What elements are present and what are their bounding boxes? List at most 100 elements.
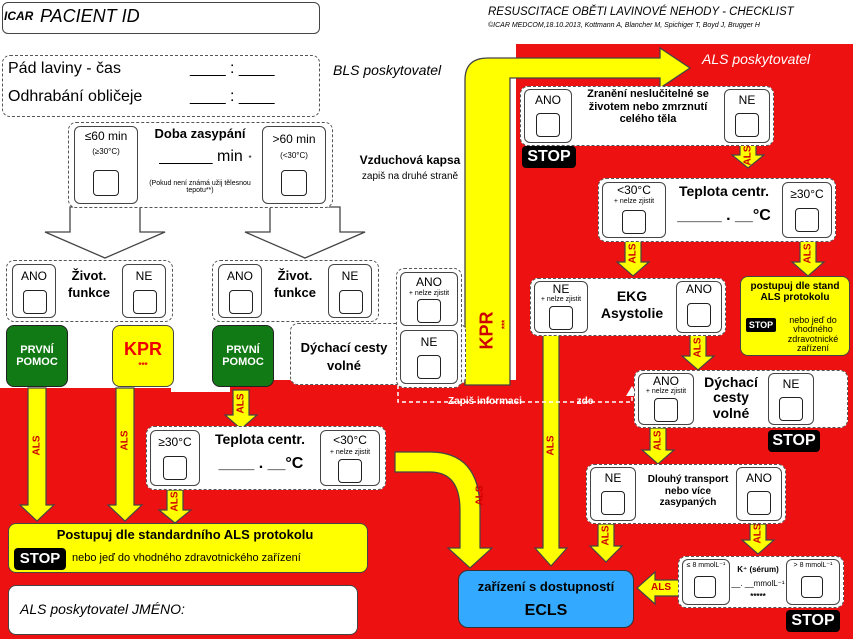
- burial-star: *: [248, 154, 252, 163]
- potassium-field[interactable]: __. __mmolL⁻¹: [731, 579, 785, 588]
- avalanche-time-field[interactable]: ____ : ____: [190, 60, 275, 77]
- transport-ne-checkbox[interactable]: [601, 491, 625, 515]
- airway-right-label: Dýchací cesty volné: [704, 374, 758, 421]
- als-label-m: ALS: [752, 523, 764, 544]
- arrow-temp-to-ecls: [394, 451, 494, 569]
- main-title: RESUSCITACE OBĚTI LAVINOVÉ NEHODY - CHEC…: [488, 6, 794, 18]
- potassium-gt: > 8 mmolL⁻¹: [793, 562, 833, 569]
- als-name-label: ALS poskytovatel JMÉNO:: [20, 601, 185, 617]
- transport-ano-checkbox[interactable]: [747, 491, 771, 515]
- proto-right-box: [740, 276, 850, 356]
- airway-left-label: Dýchací cesty volné: [300, 340, 388, 374]
- bls-provider-label: BLS poskytovatel: [333, 62, 442, 78]
- als-label-n: ALS: [651, 582, 671, 593]
- temp-right-lt: <30°C: [617, 183, 651, 197]
- info-dashed-path: [397, 385, 633, 403]
- first-aid-label-2: PRVNÍ POMOC: [222, 344, 264, 368]
- arrow-injury-down: [730, 144, 766, 169]
- temp-left-ge-checkbox[interactable]: [163, 456, 187, 480]
- temp-right-title: Teplota centr.: [679, 183, 769, 199]
- airway-right-ano-sub: + nelze zjistit: [645, 388, 687, 395]
- arrow-potassium-ecls: [636, 570, 681, 606]
- arrow-temp-right-left: [615, 239, 651, 277]
- airway-right-ne-checkbox[interactable]: [779, 397, 803, 421]
- burial-right-sub: (<30°C): [280, 151, 308, 160]
- proto-right-line2: nebo jeď do vhodného zdravotnické zaříze…: [787, 315, 839, 354]
- als-label-b: ALS: [119, 430, 131, 451]
- ekg-label: EKG Asystolie: [600, 288, 664, 321]
- arrow-first-aid-down: [18, 387, 56, 522]
- ekg-ano-checkbox[interactable]: [687, 303, 711, 327]
- als-provider-label: ALS poskytovatel: [702, 51, 811, 67]
- arrow-airway-right-ano: [640, 427, 676, 465]
- injury-ne-checkbox[interactable]: [735, 113, 759, 137]
- first-aid-label-1: PRVNÍ POMOC: [16, 344, 58, 368]
- airway-left-ano-sub: + nelze zjistit: [408, 290, 450, 297]
- arrow-vital2-down: [223, 389, 259, 430]
- temp-right-lt-checkbox[interactable]: [622, 210, 646, 234]
- vital2-ne-label: NE: [341, 269, 359, 283]
- temp-left-lt-sub: + nelze zjistit: [329, 449, 371, 456]
- temp-right-lt-sub: + nelze zjistit: [613, 198, 655, 205]
- burial-title: Doba zasypání: [154, 126, 246, 141]
- als-label-j: ALS: [545, 435, 557, 456]
- temp-right-field[interactable]: _____ . __°C: [677, 207, 771, 224]
- vital1-ne-checkbox[interactable]: [133, 290, 157, 314]
- ekg-ano: ANO: [685, 282, 712, 296]
- potassium-label: K⁺ (sérum): [737, 565, 779, 574]
- vital2-ano-label: ANO: [226, 269, 253, 283]
- face-uncover-field[interactable]: ____ : ____: [190, 88, 275, 105]
- arrow-temp-right-ge: [790, 239, 826, 277]
- kpr-vertical: KPR: [476, 311, 497, 350]
- arrow-transport-ano: [740, 523, 776, 555]
- potassium-le-checkbox[interactable]: [694, 576, 716, 598]
- kpr-top-arrow: [464, 46, 692, 386]
- potassium-gt-checkbox[interactable]: [801, 576, 823, 598]
- temp-left-ge: ≥30°C: [158, 435, 192, 449]
- ekg-ne-sub: + nelze zjistit: [540, 296, 582, 303]
- burial-left-sub: (≥30°C): [92, 147, 120, 156]
- temp-right-ge-checkbox[interactable]: [795, 208, 819, 232]
- als-label-g: ALS: [627, 243, 639, 264]
- vital2-ne-checkbox[interactable]: [339, 290, 363, 314]
- kpr-label-left: KPR: [123, 339, 162, 359]
- als-protocol-line1: Postupuj dle standardního ALS protokolu: [56, 527, 314, 542]
- temp-left-lt-checkbox[interactable]: [338, 459, 362, 483]
- airway-left-ne-checkbox[interactable]: [417, 355, 441, 379]
- kpr-stars-left: ***: [138, 361, 148, 370]
- airway-left-ano-checkbox[interactable]: [417, 299, 441, 323]
- injury-ano: ANO: [534, 93, 561, 107]
- vital1-ne-label: NE: [135, 269, 153, 283]
- arrow-temp-left-down: [157, 489, 193, 524]
- vital1-ano-checkbox[interactable]: [23, 290, 47, 314]
- burial-right-checkbox[interactable]: [281, 170, 307, 196]
- bls-time-box: [2, 55, 320, 117]
- ecls-box: [458, 570, 634, 628]
- first-aid-box-1: PRVNÍ POMOC: [6, 325, 68, 387]
- injury-ano-checkbox[interactable]: [536, 113, 560, 137]
- als-label-a: ALS: [31, 435, 43, 456]
- burial-minutes-field[interactable]: ______ min: [159, 148, 243, 165]
- ekg-ne-checkbox[interactable]: [549, 306, 573, 330]
- patient-id-label: PACIENT ID: [40, 6, 140, 26]
- als-name-box[interactable]: [8, 585, 358, 635]
- airway-left-ne: NE: [420, 335, 438, 349]
- logo: ICAR: [4, 9, 34, 23]
- burial-left-checkbox[interactable]: [93, 170, 119, 196]
- ecls-line2: ECLS: [524, 602, 568, 619]
- potassium-stop: STOP: [786, 610, 840, 632]
- vital2-label: Život. funkce: [274, 268, 316, 300]
- arrow-transport-ne: [588, 523, 624, 563]
- air-pocket-title: Vzduchová kapsa: [359, 153, 461, 167]
- airway-right-ano-checkbox[interactable]: [654, 398, 678, 422]
- als-label-d: ALS: [169, 491, 181, 512]
- temp-left-field[interactable]: ____ . __°C: [218, 455, 304, 472]
- transport-label: Dlouhý transport nebo více zasypaných: [647, 474, 729, 508]
- als-label-l: ALS: [600, 525, 612, 546]
- als-protocol-line2: nebo jeď do vhodného zdravotnického zaří…: [72, 552, 301, 564]
- als-protocol-stop: STOP: [14, 548, 66, 570]
- patient-id-box[interactable]: [2, 2, 320, 34]
- vital2-ano-checkbox[interactable]: [229, 290, 253, 314]
- temp-left-title: Teplota centr.: [215, 431, 305, 447]
- potassium-stars: *****: [750, 592, 766, 601]
